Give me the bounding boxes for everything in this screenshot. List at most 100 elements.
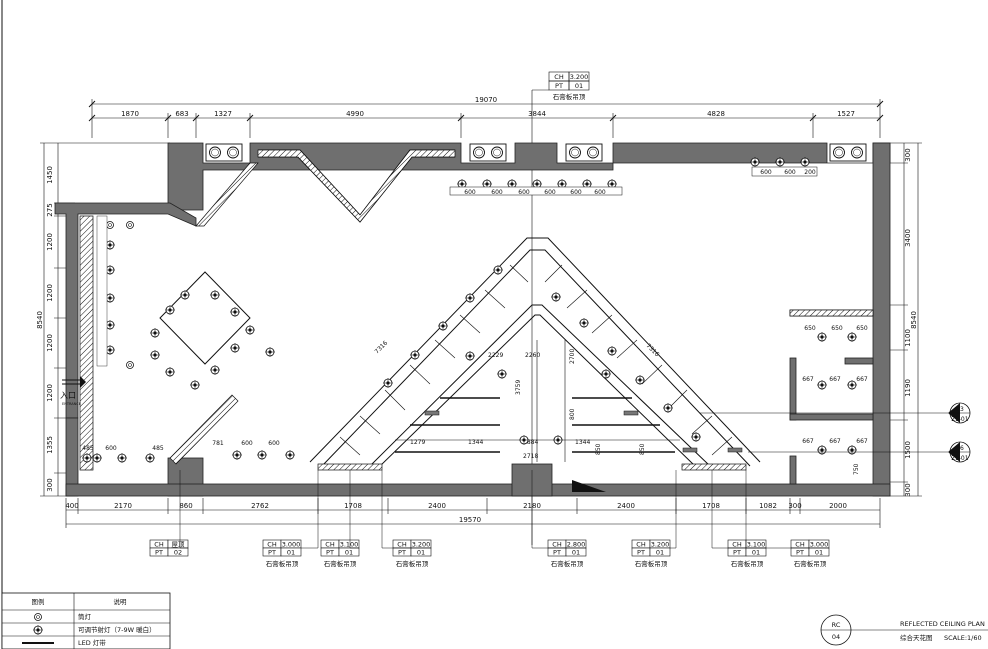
svg-text:CH: CH xyxy=(795,541,805,549)
left-dim-2: 275 xyxy=(46,203,54,216)
svg-text:02: 02 xyxy=(174,549,182,557)
overall-top-dimension: 19070 xyxy=(475,96,497,104)
svg-text:PT: PT xyxy=(268,549,276,557)
right-dim-1: 300 xyxy=(904,148,912,161)
title-code-top: RC xyxy=(832,621,841,629)
entrance-marker: 入口 ENTRANCE xyxy=(60,376,86,406)
svg-text:01: 01 xyxy=(572,549,580,557)
svg-text:485: 485 xyxy=(82,445,94,452)
svg-text:600: 600 xyxy=(268,440,280,447)
svg-text:PT: PT xyxy=(733,549,741,557)
svg-text:781: 781 xyxy=(212,440,224,447)
left-dim-5: 1200 xyxy=(46,334,54,352)
svg-text:CH: CH xyxy=(636,541,646,549)
title-scale: SCALE:1/60 xyxy=(944,634,982,642)
dim-2229: 2229 xyxy=(488,352,503,359)
svg-text:600: 600 xyxy=(594,189,606,196)
downlight-legend-icon xyxy=(34,613,42,621)
svg-text:667: 667 xyxy=(829,438,841,445)
svg-text:750: 750 xyxy=(853,463,860,475)
overall-bottom-dimension: 19570 xyxy=(459,516,481,524)
right-dim-4: 1190 xyxy=(904,379,912,397)
left-dim-3: 1200 xyxy=(46,233,54,251)
top-dim-6: 4828 xyxy=(707,110,725,118)
left-dim-1: 1450 xyxy=(46,166,54,184)
bottom-dim-12: 2000 xyxy=(829,502,847,510)
left-wall-cabinet xyxy=(79,215,94,471)
svg-text:600: 600 xyxy=(464,189,476,196)
diagonal-beam xyxy=(195,162,259,227)
svg-text:667: 667 xyxy=(802,438,814,445)
top-dim-4: 4990 xyxy=(346,110,364,118)
bottom-dim-9: 1708 xyxy=(702,502,720,510)
svg-text:ZL-01: ZL-01 xyxy=(951,455,968,462)
svg-text:CH: CH xyxy=(267,541,277,549)
svg-text:石膏板吊顶: 石膏板吊顶 xyxy=(794,559,827,568)
svg-text:CH: CH xyxy=(397,541,407,549)
svg-text:650: 650 xyxy=(831,325,843,332)
legend-table: 图例 说明 筒灯 可调节射灯（7-9W 暖白） LED 灯带 xyxy=(1,592,171,649)
bottom-dim-4: 2762 xyxy=(251,502,269,510)
diamond-spotlight-group xyxy=(149,271,276,391)
dim-850-b: 850 xyxy=(639,443,646,455)
bottom-dim-6: 2400 xyxy=(428,502,446,510)
svg-text:3.200: 3.200 xyxy=(570,73,589,81)
svg-text:PT: PT xyxy=(326,549,334,557)
top-dim-7: 1527 xyxy=(837,110,855,118)
svg-text:667: 667 xyxy=(856,438,868,445)
dim-3759: 3759 xyxy=(515,380,522,395)
bottom-left-dims: 485 600 485 781 600 600 xyxy=(82,440,280,452)
dim-2260: 2260 xyxy=(525,352,540,359)
left-dim-8: 300 xyxy=(46,478,54,491)
svg-text:600: 600 xyxy=(241,440,253,447)
bottom-dim-3: 860 xyxy=(179,502,192,510)
dim-7316-left: 7316 xyxy=(373,340,389,356)
dim-1279: 1279 xyxy=(410,439,425,446)
svg-text:600: 600 xyxy=(518,189,530,196)
svg-text:600: 600 xyxy=(784,169,796,176)
dim-850-a: 850 xyxy=(595,443,602,455)
svg-text:3.000: 3.000 xyxy=(810,541,829,549)
svg-text:01: 01 xyxy=(575,82,583,90)
top-dim-3: 1327 xyxy=(214,110,232,118)
bottom-dim-10: 1082 xyxy=(759,502,777,510)
svg-text:667: 667 xyxy=(856,376,868,383)
top-dim-1: 1870 xyxy=(121,110,139,118)
section-mark-06: 06 ZL-01 xyxy=(748,441,971,463)
svg-text:石膏板吊顶: 石膏板吊顶 xyxy=(396,559,429,568)
top-row-600-dims: 600 600 600 600 600 600 600 600 200 xyxy=(449,166,818,196)
svg-text:石膏板吊顶: 石膏板吊顶 xyxy=(731,559,764,568)
svg-text:01: 01 xyxy=(752,549,760,557)
svg-text:PT: PT xyxy=(555,82,563,90)
svg-text:06: 06 xyxy=(956,445,964,452)
right-dim-5: 1500 xyxy=(904,441,912,459)
left-dim-7: 1355 xyxy=(46,436,54,454)
svg-text:600: 600 xyxy=(491,189,503,196)
right-overall-dim: 8540 xyxy=(910,311,918,329)
svg-text:01: 01 xyxy=(656,549,664,557)
svg-text:03: 03 xyxy=(956,406,964,413)
svg-text:屋顶: 屋顶 xyxy=(172,541,186,549)
svg-text:200: 200 xyxy=(804,169,816,176)
right-dim-3: 1100 xyxy=(904,329,912,347)
legend-col-desc: 说明 xyxy=(114,597,128,606)
svg-text:01: 01 xyxy=(345,549,353,557)
entrance-sublabel: ENTRANCE xyxy=(62,402,81,406)
legend-col-symbol: 图例 xyxy=(32,597,45,606)
svg-text:3.100: 3.100 xyxy=(747,541,766,549)
dim-1344-left: 1344 xyxy=(468,439,483,446)
svg-text:485: 485 xyxy=(152,445,164,452)
svg-text:石膏板吊顶: 石膏板吊顶 xyxy=(324,559,357,568)
bottom-dim-1: 400 xyxy=(65,502,78,510)
aircon-3 xyxy=(565,143,603,162)
svg-text:600: 600 xyxy=(105,445,117,452)
svg-text:01: 01 xyxy=(815,549,823,557)
svg-text:CH: CH xyxy=(554,73,564,81)
